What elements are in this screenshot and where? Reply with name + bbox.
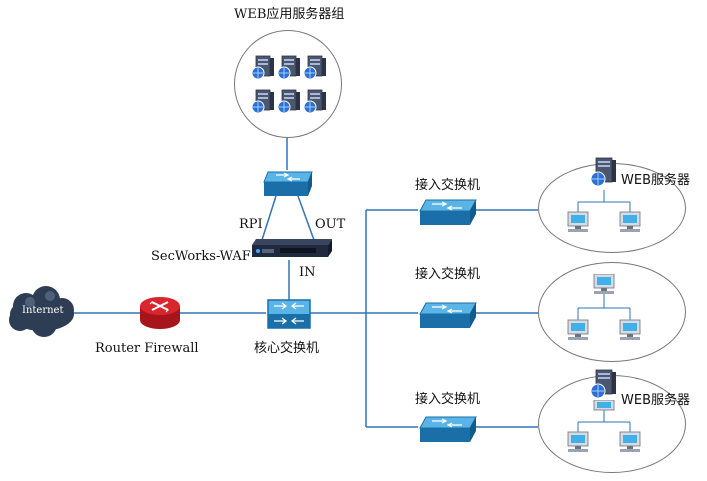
- workstation-icon: [567, 319, 589, 340]
- network-switch-icon: [267, 299, 311, 329]
- web-server-icon: [590, 157, 616, 187]
- workstation-icon: [593, 274, 615, 294]
- web-cluster-ellipse: [234, 30, 342, 138]
- internet-label: Internet: [22, 305, 64, 316]
- web-cluster-label: WEB应用服务器组: [234, 7, 345, 22]
- out-label: OUT: [315, 217, 346, 232]
- network-switch-icon: [263, 171, 313, 196]
- workstation-icon: [619, 431, 641, 452]
- core-switch-label: 核心交换机: [254, 341, 320, 356]
- workstation-icon: [567, 211, 589, 232]
- server-cluster-icon: [251, 55, 327, 114]
- workstation-icon: [619, 211, 641, 232]
- lan-workstations: [567, 400, 641, 452]
- workstation-icon: [619, 319, 641, 340]
- lan-workstations: [567, 190, 641, 232]
- access-switch-1-label: 接入交换机: [415, 178, 481, 193]
- link-out: [297, 195, 315, 241]
- waf-appliance-icon: [252, 239, 332, 257]
- web-server-icon: [590, 369, 616, 399]
- rpi-label: RPI: [239, 217, 263, 232]
- web-server-3-label: WEB服务器: [621, 393, 690, 408]
- workstation-icon: [567, 431, 589, 452]
- web-server-1-label: WEB服务器: [621, 173, 690, 188]
- network-switch-icon: [419, 416, 477, 442]
- link-rpi: [261, 195, 277, 241]
- workstation-icon: [593, 400, 615, 411]
- in-label: IN: [299, 265, 316, 280]
- waf-label: SecWorks-WAF: [151, 249, 251, 264]
- router-label: Router Firewall: [95, 341, 199, 356]
- access-switch-3-label: 接入交换机: [415, 392, 481, 407]
- network-switch-icon: [419, 302, 477, 328]
- internet-cloud-icon: [9, 286, 74, 337]
- lan-workstations: [567, 274, 641, 340]
- access-switch-2-label: 接入交换机: [415, 267, 481, 282]
- network-switch-icon: [419, 199, 477, 225]
- router-icon: [140, 297, 180, 329]
